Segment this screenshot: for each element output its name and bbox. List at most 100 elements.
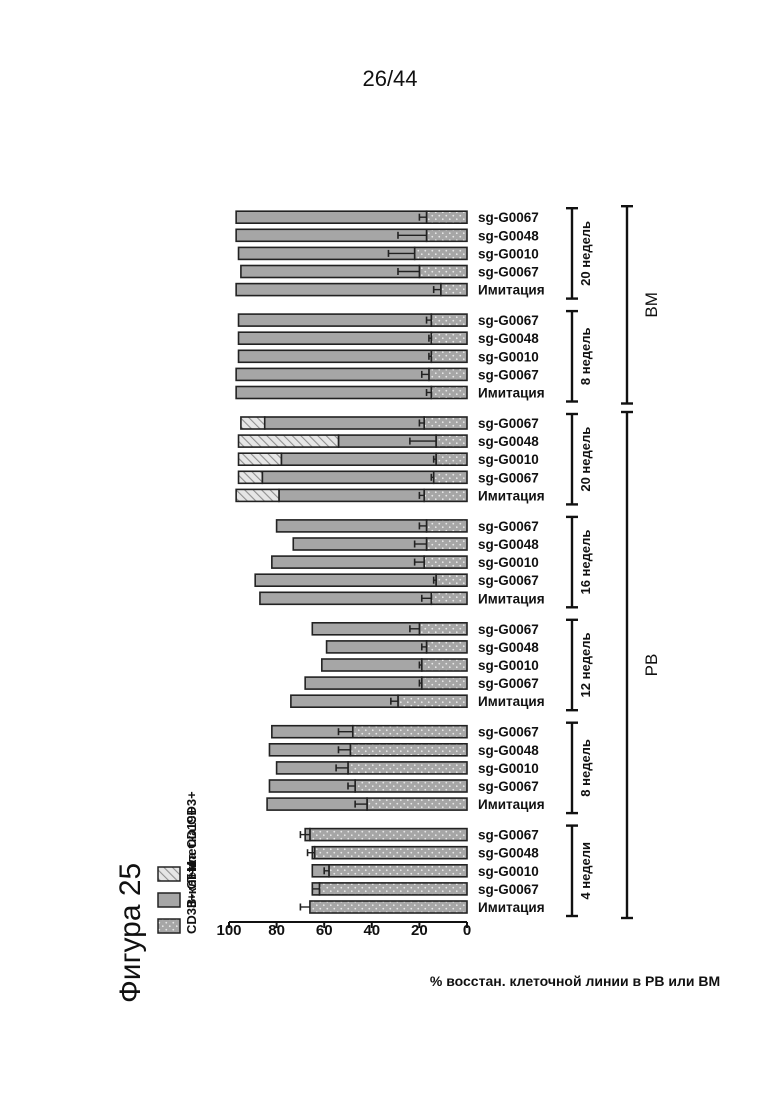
category-label: sg-G0048 (478, 331, 539, 346)
bar-segment-cd19 (327, 641, 427, 653)
bar-segment-cd19 (236, 211, 426, 223)
bar-segment-cd33 (431, 332, 467, 344)
bar-segment-cd19 (267, 798, 367, 810)
group-label: 12 недель (578, 633, 593, 698)
bar-segment-cd33 (367, 798, 467, 810)
group-label: 20 недель (578, 221, 593, 286)
legend: Фигура 25T-клетка CD3+B-клетка CD19+CD33… (114, 791, 199, 1003)
category-label: Имитация (478, 386, 545, 401)
category-label: sg-G0048 (478, 228, 539, 243)
bar-segment-cd33 (350, 744, 467, 756)
bar-segment-cd33 (415, 247, 467, 259)
bar-segment-cd19 (260, 592, 431, 604)
category-label: sg-G0010 (478, 658, 539, 673)
bar-segment-cd19 (236, 368, 429, 380)
y-tick-label: 40 (363, 922, 380, 939)
category-label: sg-G0048 (478, 537, 539, 552)
group-label: 8 недель (578, 327, 593, 385)
y-axis-label: % восстан. клеточной линии в PB или BM (430, 973, 720, 989)
bar-segment-cd19 (272, 556, 424, 568)
tissue-label: BM (642, 292, 661, 318)
plot-area: % восстан. клеточной линии в PB или BM 0 2… (216, 206, 720, 989)
bar-segment-cd33 (315, 847, 467, 859)
bar-segment-cd19 (312, 623, 419, 635)
bar-segment-cd33 (310, 901, 467, 913)
category-label: sg-G0048 (478, 434, 539, 449)
bar-segment-cd33 (422, 659, 467, 671)
bar-segment-cd19 (291, 695, 398, 707)
bar-segment-cd19 (236, 284, 441, 296)
category-label: sg-G0010 (478, 246, 539, 261)
bar-segment-cd33 (431, 314, 467, 326)
category-label: sg-G0067 (478, 210, 539, 225)
y-tick-label: 100 (216, 922, 241, 939)
bar-segment-cd33 (427, 538, 467, 550)
category-label: sg-G0067 (478, 367, 539, 382)
category-label: sg-G0048 (478, 640, 539, 655)
bar-segment-cd19 (281, 453, 436, 465)
bar-segment-cd33 (431, 592, 467, 604)
bar-segment-cd19 (305, 677, 422, 689)
bar-segment-cd33 (329, 865, 467, 877)
category-label: sg-G0067 (478, 828, 539, 843)
category-label: sg-G0067 (478, 470, 539, 485)
bar-segment-cd33 (431, 350, 467, 362)
bar-segment-cd33 (424, 489, 467, 501)
bar-segment-cd33 (436, 574, 467, 586)
category-label: sg-G0067 (478, 519, 539, 534)
bar-segment-cd19 (239, 314, 432, 326)
category-label: Имитация (478, 694, 545, 709)
bar-segment-cd33 (429, 368, 467, 380)
category-label: sg-G0048 (478, 846, 539, 861)
bar-segment-cd33 (422, 677, 467, 689)
bar-segment-cd19 (293, 538, 426, 550)
tissue-label: PB (642, 654, 661, 677)
bar-segment-cd19 (279, 489, 424, 501)
category-label: Имитация (478, 488, 545, 503)
bar-segment-cd3 (239, 471, 263, 483)
group-label: 8 недель (578, 739, 593, 797)
category-label: Имитация (478, 283, 545, 298)
y-tick-label: 80 (268, 922, 285, 939)
bar-segment-cd19 (322, 659, 422, 671)
category-label: sg-G0010 (478, 349, 539, 364)
bar-segment-cd33 (419, 266, 467, 278)
bar-segment-cd33 (427, 211, 467, 223)
y-tick-label: 0 (463, 922, 471, 939)
category-label: sg-G0067 (478, 622, 539, 637)
legend-swatch-dots (158, 919, 180, 933)
bar-segment-cd33 (427, 520, 467, 532)
category-label: sg-G0010 (478, 555, 539, 570)
bar-segment-cd33 (431, 387, 467, 399)
y-tick-label: 60 (316, 922, 333, 939)
category-label: sg-G0067 (478, 313, 539, 328)
bar-segment-cd33 (441, 284, 467, 296)
bar-segment-cd33 (424, 556, 467, 568)
bar-segment-cd19 (236, 387, 431, 399)
bar-segment-cd33 (398, 695, 467, 707)
category-label: sg-G0067 (478, 882, 539, 897)
category-label: sg-G0010 (478, 761, 539, 776)
category-label: sg-G0010 (478, 864, 539, 879)
category-label: sg-G0010 (478, 452, 539, 467)
bar-segment-cd33 (310, 829, 467, 841)
category-label: sg-G0048 (478, 743, 539, 758)
bar-segment-cd19 (265, 417, 424, 429)
category-label: Имитация (478, 797, 545, 812)
bar-segment-cd33 (434, 471, 467, 483)
group-label: 4 недели (578, 842, 593, 900)
bar-segment-cd3 (239, 453, 282, 465)
bar-segment-cd33 (424, 417, 467, 429)
category-label: sg-G0067 (478, 416, 539, 431)
bar-segment-cd3 (236, 489, 279, 501)
legend-label-dots: CD33+ G+M (184, 861, 199, 934)
group-label: 16 недель (578, 530, 593, 595)
category-label: sg-G0067 (478, 265, 539, 280)
category-label: sg-G0067 (478, 725, 539, 740)
category-label: Имитация (478, 900, 545, 915)
bar-segment-cd3 (239, 435, 339, 447)
bar-segment-cd33 (427, 229, 467, 241)
bar-segment-cd19 (239, 332, 432, 344)
group-label: 20 недель (578, 427, 593, 492)
